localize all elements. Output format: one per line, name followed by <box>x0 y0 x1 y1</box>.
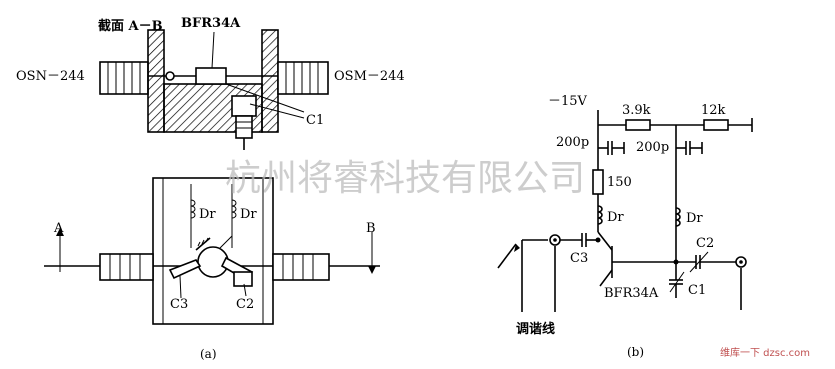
c2-label-b: C2 <box>696 236 714 251</box>
transistor-package <box>195 67 227 85</box>
r2-label: 12k <box>701 103 726 118</box>
c1-body <box>231 95 257 117</box>
r1-label: 3.9k <box>622 103 651 118</box>
caption-b: (b) <box>627 345 644 359</box>
dr-label-b-left: Dr <box>607 210 624 225</box>
cap-right-label: 200p <box>636 140 669 155</box>
top-view-drawing <box>44 177 380 325</box>
input-coax <box>549 234 561 246</box>
dr-left-coil <box>190 199 196 219</box>
transistor-label-a: BFR34A <box>181 16 241 31</box>
c2-label-a: C2 <box>236 297 254 312</box>
left-wall <box>147 29 165 133</box>
schematic <box>497 110 753 312</box>
section-ab-drawing <box>99 29 329 150</box>
c3-label-a: C3 <box>170 297 188 312</box>
right-wall <box>261 29 279 133</box>
tuning-arrow <box>497 243 517 269</box>
section-title: 截面 A－B <box>98 18 163 34</box>
c3-label-b: C3 <box>570 251 588 266</box>
marker-a: A <box>53 221 64 236</box>
c1-label-b: C1 <box>688 283 706 298</box>
transistor-label-b: BFR34A <box>604 286 659 301</box>
dr-right-schematic <box>675 207 681 227</box>
dr-right-coil <box>231 199 237 219</box>
right-connector-top <box>272 253 330 281</box>
left-connector-label: OSN－244 <box>16 69 85 84</box>
c1-label-a: C1 <box>306 113 324 128</box>
dr-label-a-left: Dr <box>199 207 216 222</box>
left-connector-top <box>99 253 154 281</box>
resistor-150 <box>592 169 604 195</box>
tuning-line-label: 调谐线 <box>516 321 555 337</box>
right-connector-label: OSM－244 <box>334 69 405 84</box>
dr-label-a-right: Dr <box>240 207 257 222</box>
output-coax <box>735 256 747 268</box>
marker-b: B <box>366 221 376 236</box>
caption-a: (a) <box>200 347 217 361</box>
r3-label: 150 <box>607 175 632 190</box>
c2-top <box>233 271 253 287</box>
resistor-3-9k <box>625 119 651 131</box>
enclosure <box>152 177 274 325</box>
dr-left-schematic <box>597 205 603 225</box>
dr-label-b-right: Dr <box>686 211 703 226</box>
watermark-site: 维库一下 dzsc.com <box>720 346 810 359</box>
c1-variable-arrow <box>669 271 685 293</box>
supply-label: －15V <box>548 94 588 109</box>
cap-left-label: 200p <box>556 135 589 150</box>
resistor-12k <box>703 119 729 131</box>
watermark-text: 杭州将睿科技有限公司 <box>225 158 585 199</box>
